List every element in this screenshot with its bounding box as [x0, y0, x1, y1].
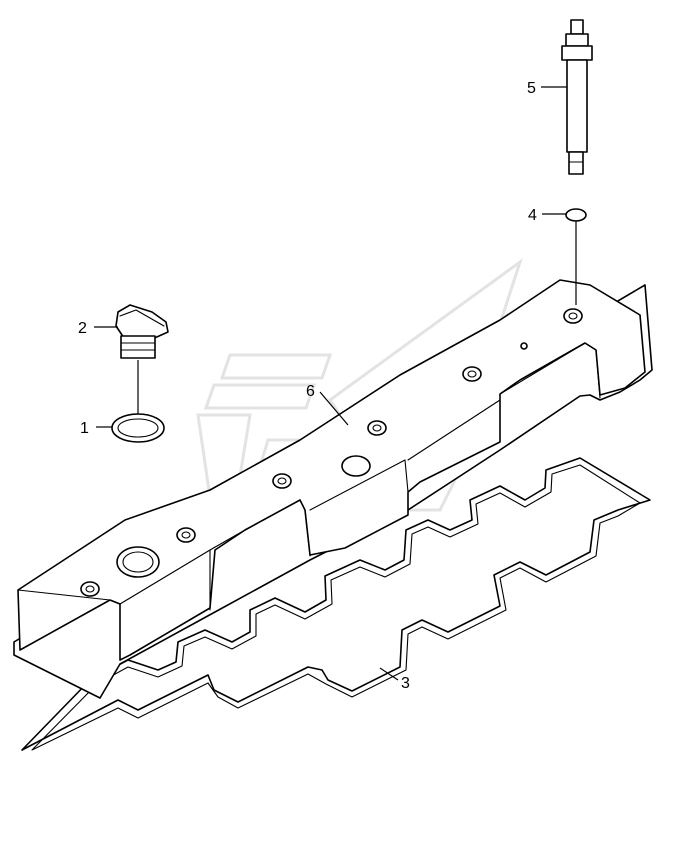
cover-bolt [561, 19, 593, 175]
callout-3: 3 [401, 675, 410, 692]
valve-cover-gasket [21, 457, 651, 751]
bolt-seal-ring [565, 208, 587, 222]
callout-2: 2 [78, 320, 87, 337]
callout-4: 4 [528, 207, 537, 224]
callout-labels: 1 2 3 4 5 6 [78, 80, 537, 692]
valve-cover [13, 279, 653, 699]
callout-1: 1 [80, 420, 89, 437]
leader-3 [379, 667, 399, 681]
callout-6: 6 [306, 383, 315, 400]
oil-filler-cap [115, 304, 169, 359]
filler-cap-o-ring [111, 413, 165, 443]
leader-6 [319, 391, 349, 426]
leader-lines [94, 86, 577, 681]
callout-5: 5 [527, 80, 536, 97]
